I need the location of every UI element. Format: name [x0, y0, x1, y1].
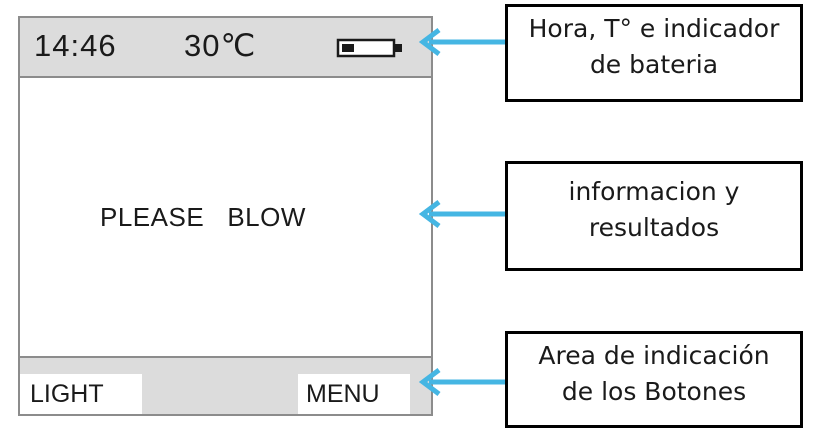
status-callout: Hora, T° e indicador de bateria: [505, 4, 803, 102]
arrow-to-status-icon: [418, 28, 505, 56]
buttons-callout: Area de indicación de los Botones: [505, 331, 803, 428]
status-callout-line-1: Hora, T° e indicador: [528, 14, 780, 43]
clock-time: 14:46: [34, 28, 117, 63]
button-indicator-bar: LIGHT MENU: [20, 356, 431, 414]
temperature-reading: 30℃: [184, 28, 257, 63]
info-callout-line-2: resultados: [588, 213, 720, 242]
status-callout-line-2: de bateria: [589, 50, 719, 79]
info-results-area: PLEASE BLOW: [20, 78, 431, 357]
softkey-light[interactable]: LIGHT: [20, 374, 142, 414]
buttons-callout-line-2: de los Botones: [561, 377, 747, 406]
info-callout-line-1: informacion y: [568, 177, 740, 206]
buttons-callout-line-1: Area de indicación: [538, 341, 770, 370]
battery-low-icon: [336, 38, 402, 58]
info-callout: informacion y resultados: [505, 161, 803, 271]
device-screen: 14:46 30℃ PLEASE BLOW LIGHT MENU: [18, 16, 433, 416]
softkey-menu[interactable]: MENU: [298, 374, 410, 414]
status-bar: 14:46 30℃: [20, 18, 431, 78]
arrow-to-buttons-icon: [418, 368, 505, 396]
arrow-to-info-icon: [418, 200, 505, 228]
main-message: PLEASE BLOW: [100, 202, 306, 232]
